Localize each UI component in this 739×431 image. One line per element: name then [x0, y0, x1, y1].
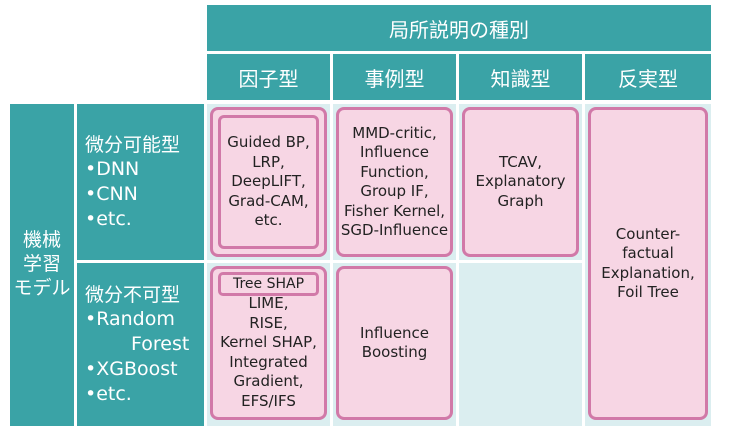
methods-example-differentiable: MMD-critic, Influence Function, Group IF…: [336, 107, 453, 257]
row-label-line: •etc.: [85, 382, 132, 405]
row-non-differentiable: 微分不可型 •Random Forest •XGBoost •etc.: [77, 263, 204, 426]
column-header-factor: 因子型: [207, 54, 330, 100]
cell-knowledge-nondiff: [459, 263, 582, 426]
method-label: Integrated: [229, 352, 308, 371]
tree-shap-box: Tree SHAP: [218, 272, 319, 296]
method-label: SGD-Influence: [340, 221, 449, 239]
methods-knowledge-differentiable: TCAV, Explanatory Graph: [462, 107, 579, 257]
method-label: TCAV,: [498, 152, 543, 171]
method-label: Group IF,: [360, 182, 429, 200]
row-label-line: •Random: [85, 308, 175, 331]
method-label: Boosting: [361, 343, 428, 361]
method-label: etc.: [254, 211, 283, 230]
row-label-line: •DNN: [85, 158, 140, 181]
method-label: Graph: [497, 191, 544, 210]
row-label-line: Forest: [131, 333, 190, 356]
method-label: Guided BP,: [227, 133, 310, 152]
row-label-line: •etc.: [85, 207, 132, 230]
method-label: factual: [622, 244, 674, 262]
methods-example-non-differentiable: Influence Boosting: [336, 266, 453, 420]
method-label: RISE,: [249, 313, 288, 332]
row-label-line: 微分不可型: [85, 283, 181, 306]
method-label: EFS/IFS: [241, 391, 296, 410]
method-label: Explanatory: [475, 172, 566, 191]
method-label: Function,: [360, 162, 429, 181]
method-label: Foil Tree: [617, 283, 679, 301]
methods-factor-differentiable: Guided BP, LRP, DeepLIFT, Grad-CAM, etc.: [210, 107, 327, 257]
row-header-ml-model: 機械 学習 モデル: [10, 104, 74, 426]
method-label: Grad-CAM,: [228, 191, 309, 210]
row-differentiable: 微分可能型 •DNN •CNN •etc.: [77, 104, 204, 260]
method-label: MMD-critic,: [352, 123, 437, 142]
method-label: Influence: [359, 323, 430, 342]
methods-factor-non-differentiable: Tree SHAP LIME, RISE, Kernel SHAP, Integ…: [210, 266, 327, 420]
method-label: Influence: [359, 143, 430, 161]
method-label: LRP,: [252, 152, 285, 171]
column-header-knowledge: 知識型: [459, 54, 582, 100]
methods-counterfactual: Counter- factual Explanation, Foil Tree: [588, 107, 708, 420]
row-header-line: 学習: [22, 253, 61, 276]
row-header-line: モデル: [13, 276, 71, 299]
method-label: Explanation,: [601, 263, 695, 282]
row-label-line: •XGBoost: [85, 357, 178, 380]
row-header-line: 機械: [22, 229, 61, 252]
method-label: Gradient,: [233, 372, 304, 390]
row-label-line: 微分可能型: [85, 133, 181, 156]
methods-factor-differentiable-inner: Guided BP, LRP, DeepLIFT, Grad-CAM, etc.: [218, 115, 319, 249]
method-label: Kernel SHAP,: [220, 333, 317, 351]
method-label: Tree SHAP: [232, 275, 305, 292]
row-label-line: •CNN: [85, 183, 138, 205]
method-label: LIME,: [248, 294, 289, 312]
method-label: DeepLIFT,: [231, 172, 306, 191]
method-label: Counter-: [615, 224, 681, 243]
header-title: 局所説明の種別: [207, 5, 711, 51]
column-header-example: 事例型: [333, 54, 456, 100]
column-header-counterfactual: 反実型: [585, 54, 711, 100]
method-label: Fisher Kernel,: [343, 201, 446, 220]
